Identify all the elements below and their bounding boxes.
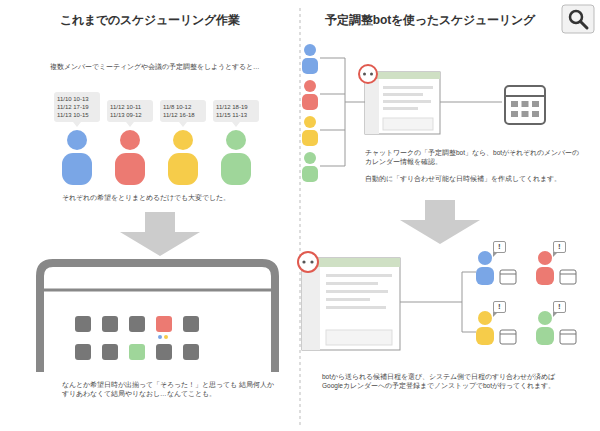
bubble-tail xyxy=(493,312,498,317)
alert-bubble: ! xyxy=(553,301,566,313)
alert-bubble: ! xyxy=(493,241,506,253)
speech-bubble: 11/10 10-13 11/12 17-19 11/13 10-15 xyxy=(54,92,100,122)
bubble-text: ! xyxy=(498,242,501,252)
note-text: チャットワークの「予定調整bot」なら、botがそれぞれのメンバーのカレンダー情… xyxy=(365,148,580,167)
bubble-tail xyxy=(232,122,240,127)
bubble-tail xyxy=(553,312,558,317)
bubble-text: 11/12 10-11 11/13 09-12 xyxy=(110,103,150,119)
column-heading: 予定調整botを使ったスケジューリング xyxy=(300,12,560,29)
bubble-tail xyxy=(73,122,81,127)
alert-bubble: ! xyxy=(553,241,566,253)
column-heading: これまでのスケジューリング作業 xyxy=(0,12,300,29)
speech-bubble: 11/8 10-12 11/12 16-18 xyxy=(160,100,206,122)
speech-bubble: 11/12 10-11 11/13 09-12 xyxy=(107,100,153,122)
bubble-text: 11/10 10-13 11/12 17-19 11/13 10-15 xyxy=(57,95,97,119)
people-right xyxy=(302,44,318,182)
people-bottom xyxy=(476,251,554,345)
bubble-tail xyxy=(126,122,134,127)
alert-bubble: ! xyxy=(493,301,506,313)
bubble-text: 11/12 18-19 11/15 11-13 xyxy=(216,103,256,119)
calendar-frame xyxy=(40,263,275,372)
bubble-text: 11/8 10-12 11/12 16-18 xyxy=(163,103,203,119)
bubble-tail xyxy=(179,122,187,127)
small-calendars xyxy=(500,270,576,344)
bubble-tail xyxy=(493,252,498,257)
calendar-icon xyxy=(505,86,545,124)
note-text: 自動的に「すり合わせ可能な日時候補」を作成してくれます。 xyxy=(365,174,580,183)
note-text: なんとか希望日時が出揃って「そろった！」と思っても 結局何人かすりあわなくて結局… xyxy=(62,380,277,399)
people-left xyxy=(62,130,251,185)
bubble-text: ! xyxy=(498,302,501,312)
magnifier-icon xyxy=(562,5,594,33)
note-text: 複数メンバーでミーティングや会議の予定調整をしようとすると… xyxy=(50,62,295,71)
note-text: botから送られる候補日程を選び、システム側で日程のすり合わせが済めば Goog… xyxy=(322,372,572,391)
wires-bottom xyxy=(400,272,476,332)
down-arrow xyxy=(120,212,200,256)
bubble-text: ! xyxy=(558,302,561,312)
bubble-text: ! xyxy=(558,242,561,252)
down-arrow xyxy=(400,200,480,244)
bubble-tail xyxy=(553,252,558,257)
chat-screenshot xyxy=(298,252,400,350)
divider xyxy=(300,8,301,425)
note-text: それぞれの希望をとりまとめるだけでも大変でした。 xyxy=(62,193,292,202)
speech-bubble: 11/12 18-19 11/15 11-13 xyxy=(213,100,259,122)
chat-screenshot xyxy=(359,65,440,134)
